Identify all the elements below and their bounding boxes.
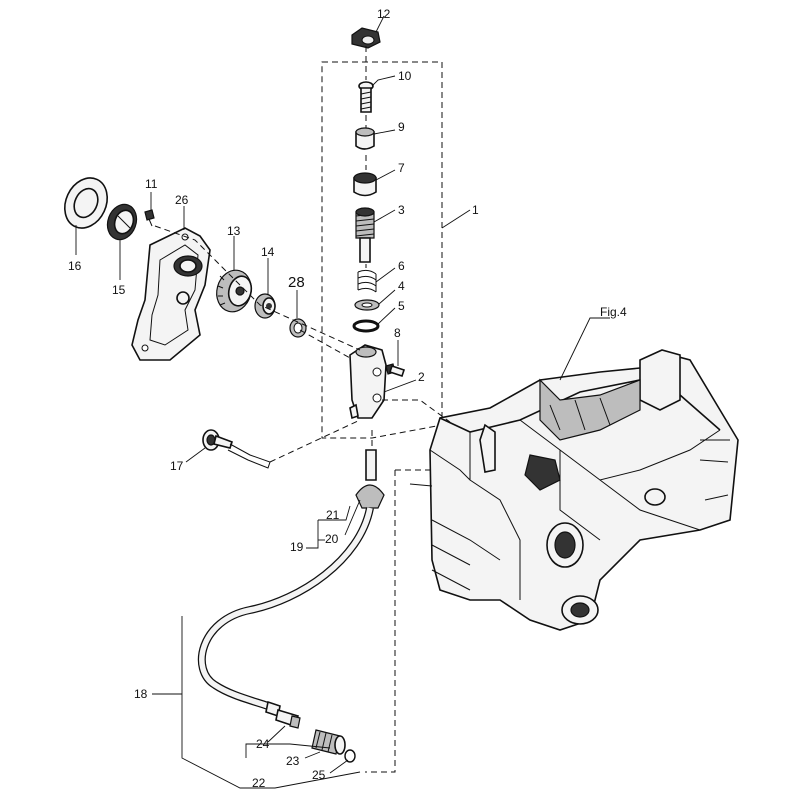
- callout-8: 8: [394, 326, 401, 340]
- assembly-1-dashed-box: [321, 61, 443, 439]
- callout-16: 16: [68, 259, 82, 273]
- part-18-oil-hose: [197, 507, 374, 710]
- part-16-thrust-washer: [64, 177, 108, 229]
- part-3-worm-gear: [355, 207, 375, 263]
- part-7-collar: [353, 172, 377, 197]
- part-19-hose-fitting: [355, 449, 385, 509]
- part-2-pump-body: [349, 344, 387, 420]
- callout-20: 20: [325, 532, 339, 546]
- part-6-spring: [357, 269, 377, 293]
- callout-17: 17: [170, 459, 184, 473]
- part-10-screw: [358, 81, 374, 113]
- alignment-lines: [154, 46, 451, 773]
- part-17-oil-line: [202, 429, 271, 469]
- part-14-bushing: [254, 293, 276, 319]
- callout-15: 15: [112, 283, 126, 297]
- callout-5: 5: [398, 299, 405, 313]
- callout-6: 6: [398, 259, 405, 273]
- part-24-hose-connector: [265, 700, 301, 729]
- callout-28: 28: [288, 274, 305, 291]
- callout-9: 9: [398, 120, 405, 134]
- callout-14: 14: [261, 245, 275, 259]
- callout-22: 22: [252, 776, 266, 790]
- callout-25: 25: [312, 768, 326, 782]
- part-23-filter: [311, 729, 346, 755]
- callout-11: 11: [145, 177, 158, 191]
- callout-26: 26: [175, 193, 189, 207]
- callout-7: 7: [398, 161, 405, 175]
- callout-labels: 12 10 9 7 3 1 6 4 5 8 2 11 26 13 14 28 1…: [68, 7, 627, 790]
- leader-lines: [75, 15, 610, 789]
- part-15-drive-plate: [106, 203, 138, 241]
- crankcase-housing: [409, 349, 739, 631]
- part-11-screw: [144, 209, 155, 227]
- part-13-gear: [216, 269, 253, 313]
- callout-23: 23: [286, 754, 300, 768]
- part-4-washer: [354, 299, 380, 311]
- callout-1: 1: [472, 203, 479, 217]
- callout-18: 18: [134, 687, 148, 701]
- callout-4: 4: [398, 279, 405, 293]
- callout-21: 21: [326, 508, 340, 522]
- part-9-sleeve: [355, 127, 375, 150]
- callout-19: 19: [290, 540, 304, 554]
- callout-13: 13: [227, 224, 241, 238]
- callout-24: 24: [256, 737, 270, 751]
- callout-10: 10: [398, 69, 412, 83]
- part-25-clip: [344, 749, 356, 763]
- callout-3: 3: [398, 203, 405, 217]
- part-8-bolt: [385, 363, 406, 378]
- callout-12: 12: [377, 7, 391, 21]
- part-26-cover-plate: [131, 227, 211, 361]
- part-12-cap: [351, 27, 381, 49]
- callout-2: 2: [418, 370, 425, 384]
- part-5-o-ring: [352, 319, 380, 333]
- figure-reference: Fig.4: [600, 305, 627, 319]
